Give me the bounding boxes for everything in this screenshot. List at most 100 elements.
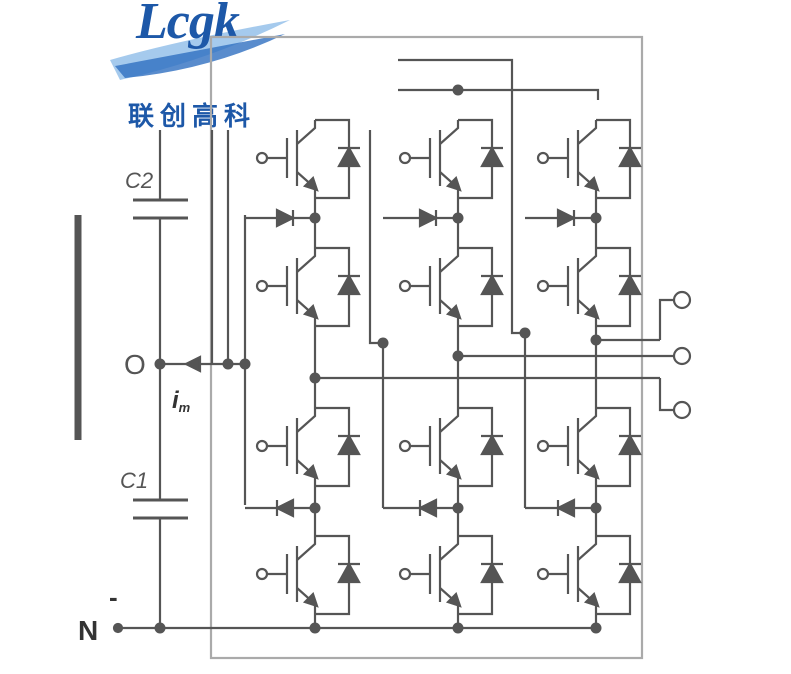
collector (439, 120, 460, 145)
label-im-main: i (172, 387, 180, 414)
gate-terminal (398, 567, 412, 581)
emitter-arrow (583, 463, 600, 480)
emitter-arrow (583, 591, 600, 608)
collector (577, 408, 598, 433)
label-o: O (124, 349, 146, 380)
wire-p-bus (398, 88, 600, 100)
gate-terminal (536, 279, 550, 293)
junction-dot (222, 358, 234, 370)
clamp-diode-bottom (274, 498, 295, 518)
diode-triangle (480, 273, 504, 296)
label-im: im (172, 387, 191, 415)
label-c2: C2 (125, 168, 153, 193)
junction-dot (452, 212, 464, 224)
gate-terminal (255, 151, 269, 165)
terminal-circle (672, 346, 692, 366)
junction-dot (309, 502, 321, 514)
junction-dot (452, 84, 464, 96)
terminal-circle (672, 400, 692, 420)
igbt-col3-row4 (536, 534, 642, 616)
clamp-diode-bottom (417, 498, 438, 518)
igbt-col1-row1 (255, 118, 361, 200)
junction-dot (154, 622, 166, 634)
junction-dot (590, 212, 602, 224)
clamp-diode-bottom (555, 498, 576, 518)
clamp-diode-top (418, 208, 439, 228)
gate-terminal (536, 567, 550, 581)
igbt-col1-row2 (255, 246, 361, 328)
gate-terminal (398, 279, 412, 293)
junction-dot (590, 502, 602, 514)
diode-triangle (618, 145, 642, 168)
gate-terminal (255, 279, 269, 293)
gate-terminal (255, 567, 269, 581)
junction-dot (377, 337, 389, 349)
emitter-arrow (445, 591, 462, 608)
junction-dot (239, 358, 251, 370)
emitter-arrow (583, 303, 600, 320)
wire-col2-top (368, 130, 383, 345)
gate-terminal (255, 439, 269, 453)
igbt-col2-row4 (398, 534, 504, 616)
gate-terminal (398, 151, 412, 165)
collector (296, 248, 317, 273)
emitter-arrow (302, 303, 319, 320)
diode-triangle (480, 561, 504, 584)
collector (577, 120, 598, 145)
diode-triangle (337, 433, 361, 456)
igbt-col2-row2 (398, 246, 504, 328)
diode-triangle (337, 145, 361, 168)
igbt-col1-row3 (255, 406, 361, 488)
emitter-arrow (583, 175, 600, 192)
emitter-arrow (302, 175, 319, 192)
label-c1: C1 (120, 468, 148, 493)
diode-triangle (618, 561, 642, 584)
wire-phase-a-out (658, 378, 674, 412)
collector (577, 536, 598, 561)
igbt-col2-row1 (398, 118, 504, 200)
igbt-col3-row2 (536, 246, 642, 328)
diode-triangle (480, 433, 504, 456)
diode-triangle (618, 273, 642, 296)
gate-terminal (536, 439, 550, 453)
collector (296, 536, 317, 561)
clamp-diode-top (275, 208, 296, 228)
diode-triangle (337, 561, 361, 584)
emitter-arrow (445, 175, 462, 192)
clamp-diode-top (556, 208, 577, 228)
wire-col3-top (398, 58, 525, 335)
junction-dot (154, 358, 166, 370)
junction-dot (309, 372, 321, 384)
emitter-arrow (302, 463, 319, 480)
junction-dot (452, 350, 464, 362)
n-terminal (112, 622, 124, 634)
logo-swoosh-icon (110, 20, 290, 80)
junction-dot (519, 327, 531, 339)
igbt-col3-row3 (536, 406, 642, 488)
diode-triangle (337, 273, 361, 296)
emitter-arrow (445, 463, 462, 480)
company-logo (100, 0, 300, 130)
collector (577, 248, 598, 273)
logo-text: Lcgk (136, 0, 240, 50)
label-n-minus: - (109, 582, 118, 612)
igbt-col2-row3 (398, 406, 504, 488)
diode-triangle (480, 145, 504, 168)
label-n: N (78, 615, 98, 646)
label-im-sub: m (179, 400, 191, 415)
junction-dot (452, 622, 464, 634)
terminal-circle (672, 290, 692, 310)
junction-dot (452, 502, 464, 514)
collector (439, 248, 460, 273)
collector (296, 408, 317, 433)
wire-phase-c-out (658, 298, 674, 340)
collector (439, 536, 460, 561)
junction-dot (309, 622, 321, 634)
current-arrow (183, 355, 202, 373)
igbt-col1-row4 (255, 534, 361, 616)
diode-triangle (618, 433, 642, 456)
gate-terminal (398, 439, 412, 453)
igbt-col3-row1 (536, 118, 642, 200)
emitter-arrow (302, 591, 319, 608)
